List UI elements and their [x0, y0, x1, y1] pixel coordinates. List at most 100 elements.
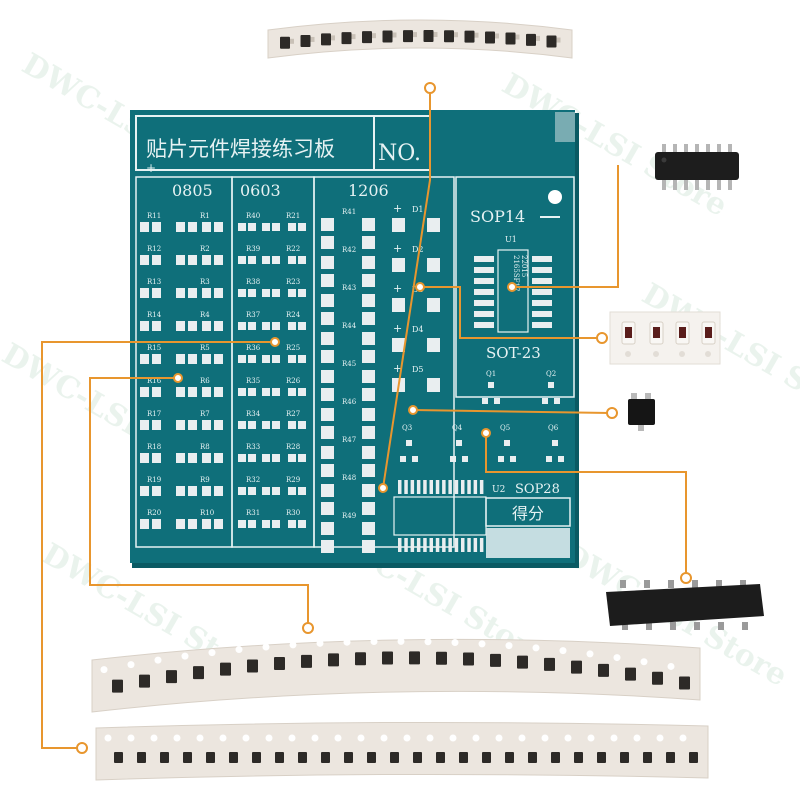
sop28-label: SOP28 — [515, 482, 560, 497]
pad-label: R47 — [342, 436, 356, 444]
solder-pad — [288, 520, 296, 528]
solder-pad — [362, 388, 375, 401]
pad-label: R16 — [147, 377, 162, 385]
pad-label: R43 — [342, 284, 356, 292]
pad-label: R49 — [342, 512, 356, 520]
solder-pad — [140, 486, 149, 496]
tape-hole — [413, 32, 417, 38]
pad-label: R14 — [147, 311, 162, 319]
tape-hole — [613, 654, 621, 662]
solder-pad — [140, 453, 149, 463]
solder-pad — [188, 420, 197, 430]
solder-pad — [474, 289, 494, 295]
solder-pad — [272, 256, 280, 264]
ic-pin — [620, 580, 626, 588]
solder-pad — [467, 538, 471, 552]
tape-hole — [478, 640, 486, 648]
solder-pad — [214, 222, 223, 232]
solder-pad — [482, 398, 488, 404]
tape-hole — [515, 34, 520, 40]
solder-pad — [248, 520, 256, 528]
tape-hole — [311, 734, 319, 742]
solder-pad — [423, 538, 427, 552]
ic-pin — [670, 622, 676, 630]
solder-pad — [298, 421, 306, 429]
resistor-chip — [546, 35, 557, 48]
solder-pad — [140, 420, 149, 430]
plus-mark: + — [146, 161, 156, 175]
ic-pin — [644, 580, 650, 588]
tape-hole — [181, 652, 189, 660]
ic-pin — [717, 144, 721, 154]
tape-hole — [532, 644, 540, 652]
resistor-chip — [482, 752, 491, 763]
pad-label: + — [393, 202, 402, 215]
solder-pad — [321, 294, 334, 307]
pad-label: R33 — [246, 443, 260, 451]
solder-pad — [474, 311, 494, 317]
resistor-chip — [517, 655, 528, 669]
tape-hole — [289, 641, 297, 649]
solder-pad — [152, 321, 161, 331]
tape-hole — [640, 658, 648, 666]
solder-pad — [442, 538, 446, 552]
pad-label: R25 — [286, 344, 300, 352]
solder-pad — [494, 398, 500, 404]
resistor-chip — [423, 30, 434, 43]
resistor-chip — [247, 659, 258, 673]
solder-pad — [202, 387, 211, 397]
pad-label: R31 — [246, 509, 260, 517]
resistor-chip — [328, 653, 339, 667]
solder-pad — [321, 426, 334, 439]
solder-pad — [152, 222, 161, 232]
tape-hole — [495, 734, 503, 742]
resistor-chip — [571, 660, 582, 674]
resistor-chip — [280, 36, 290, 49]
solder-pad — [202, 222, 211, 232]
solder-pad — [272, 289, 280, 297]
solder-pad — [532, 289, 552, 295]
pad-label: R29 — [286, 476, 300, 484]
pad-label: R44 — [342, 322, 357, 330]
solder-pad — [532, 300, 552, 306]
solder-pad — [474, 267, 494, 273]
ic-pin — [692, 580, 698, 588]
pad-label: R11 — [147, 212, 161, 220]
u2-label: U2 — [492, 485, 505, 495]
solder-pad — [272, 454, 280, 462]
tape-hole — [316, 639, 324, 647]
resistor-chip — [528, 752, 537, 763]
resistor-chip — [274, 656, 285, 670]
tape-hole — [472, 734, 480, 742]
solder-pad — [202, 519, 211, 529]
resistor-chip — [114, 752, 123, 763]
solder-pad — [321, 464, 334, 477]
solder-pad — [321, 218, 334, 231]
tape-hole — [127, 734, 135, 742]
solder-pad — [406, 440, 412, 446]
tape-hole — [505, 642, 513, 650]
solder-pad — [262, 487, 270, 495]
sot23-label: SOT-23 — [486, 344, 541, 362]
pad-label: R5 — [200, 344, 210, 352]
solder-pad — [362, 256, 375, 269]
ic-pin — [695, 178, 699, 190]
solder-pad — [479, 480, 484, 494]
ic-pin — [694, 622, 700, 630]
solder-pad — [298, 355, 306, 363]
resistor-chip — [390, 752, 399, 763]
tape-hole — [433, 32, 438, 38]
pad-label: R18 — [147, 443, 161, 451]
resistor-chip — [137, 752, 146, 763]
solder-pad — [238, 388, 246, 396]
tape-hole — [380, 734, 388, 742]
tape-hole — [667, 662, 675, 670]
sop28-ic — [606, 580, 764, 630]
solder-pad — [461, 480, 465, 494]
tape-hole — [331, 35, 335, 41]
chip-text-1: 2165SF17 — [512, 255, 520, 291]
resistor-chip — [367, 752, 376, 763]
ic-pin — [684, 144, 688, 154]
